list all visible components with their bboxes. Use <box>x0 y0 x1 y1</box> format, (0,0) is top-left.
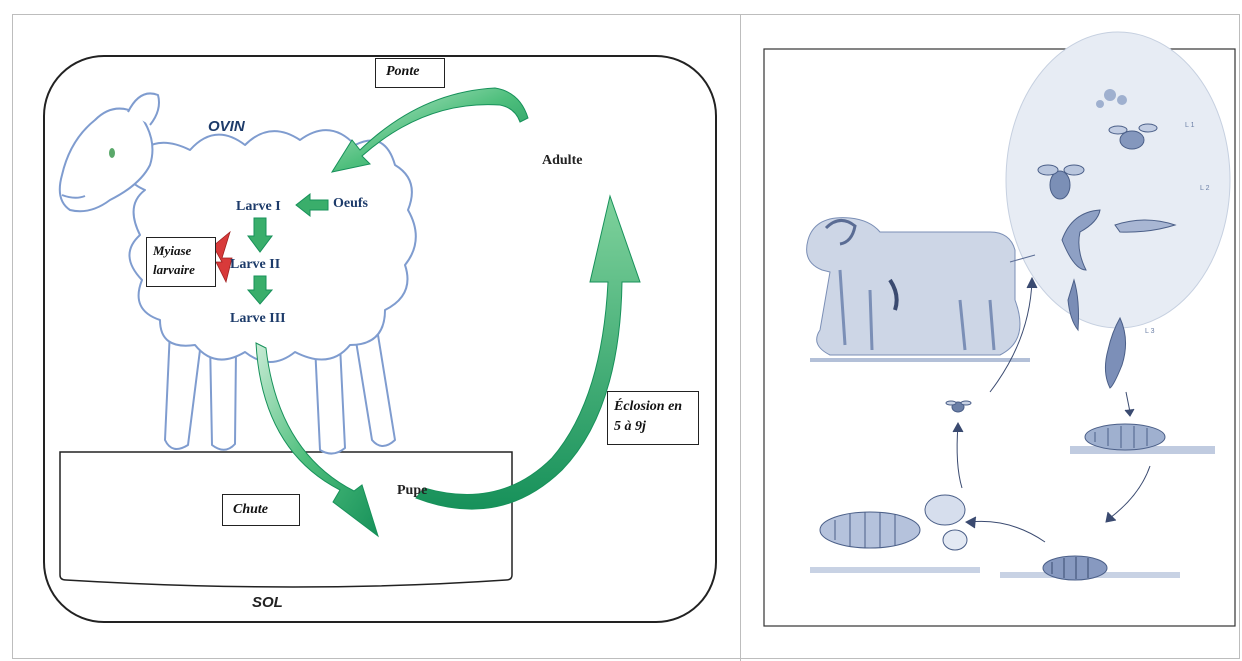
tag-l2: L 2 <box>1200 185 1210 192</box>
tag-l3: L 3 <box>1145 328 1155 335</box>
magnification-circle <box>1006 32 1230 328</box>
ram-illustration <box>807 218 1030 360</box>
tag-l1: L 1 <box>1185 122 1195 129</box>
